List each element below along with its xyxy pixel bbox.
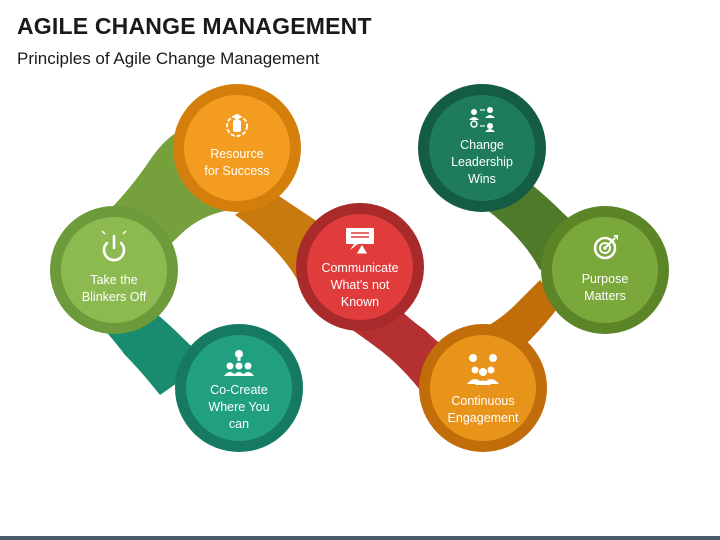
node-resource-circle xyxy=(184,95,290,201)
power-icon xyxy=(101,230,127,262)
node-resource-line1: Resource xyxy=(210,147,264,161)
node-leadership: Change Leadership Wins xyxy=(418,84,546,212)
node-blinkers-line2: Blinkers Off xyxy=(82,290,147,304)
node-purpose-line2: Matters xyxy=(584,289,626,303)
group-chat-icon xyxy=(467,354,499,385)
handshake-icon xyxy=(226,114,248,137)
target-icon xyxy=(593,235,618,260)
node-resource-line2: for Success xyxy=(204,164,269,178)
node-communicate-line3: Known xyxy=(341,295,379,309)
node-communicate-line1: Communicate xyxy=(321,261,398,275)
node-communicate: Communicate What's not Known xyxy=(296,203,424,331)
node-engagement-line2: Engagement xyxy=(448,411,519,425)
node-resource: Resource for Success xyxy=(173,84,301,212)
node-engagement: Continuous Engagement xyxy=(419,324,547,452)
node-purpose: Purpose Matters xyxy=(541,206,669,334)
page-subtitle: Principles of Agile Change Management xyxy=(17,49,320,68)
node-leadership-line1: Change xyxy=(460,138,504,152)
node-cocreate-circle xyxy=(186,335,292,441)
node-blinkers: Take the Blinkers Off xyxy=(50,206,178,334)
footer-bar xyxy=(0,536,720,540)
node-engagement-circle xyxy=(430,335,536,441)
node-purpose-circle xyxy=(552,217,658,323)
people-cycle-icon xyxy=(469,107,495,132)
alert-message-icon xyxy=(346,228,374,255)
node-blinkers-circle xyxy=(61,217,167,323)
node-communicate-circle xyxy=(307,214,413,320)
node-cocreate-line2: Where You xyxy=(208,400,269,414)
node-cocreate: Co-Create Where You can xyxy=(175,324,303,452)
node-cocreate-line3: can xyxy=(229,417,249,431)
node-engagement-line1: Continuous xyxy=(451,394,514,408)
node-blinkers-line1: Take the xyxy=(90,273,137,287)
node-leadership-line2: Leadership xyxy=(451,155,513,169)
node-cocreate-line1: Co-Create xyxy=(210,383,268,397)
node-purpose-line1: Purpose xyxy=(582,272,629,286)
page-title: AGILE CHANGE MANAGEMENT xyxy=(17,13,372,39)
node-leadership-line3: Wins xyxy=(468,172,496,186)
node-communicate-line2: What's not xyxy=(331,278,390,292)
node-leadership-circle xyxy=(429,95,535,201)
team-idea-icon xyxy=(224,350,254,376)
